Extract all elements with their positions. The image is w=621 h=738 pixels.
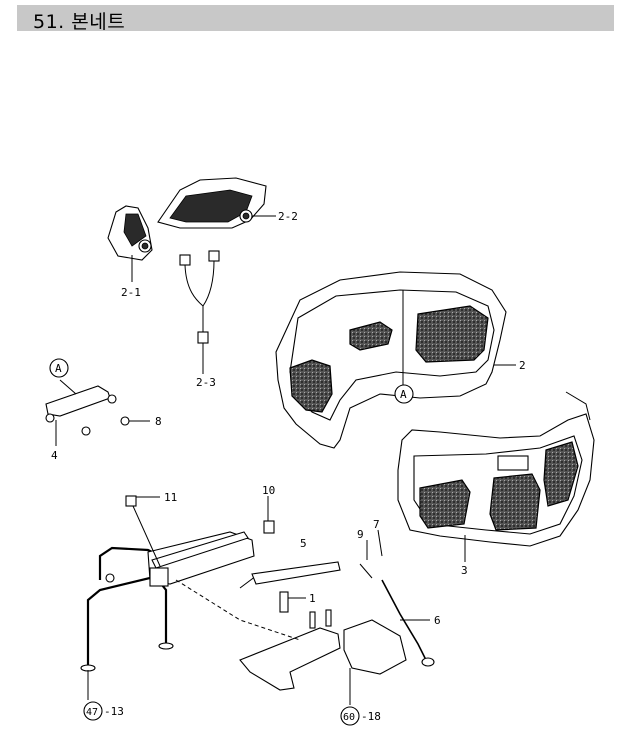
bonnet-upper-part — [275, 271, 516, 449]
callout-2-3: 2-3 — [196, 376, 216, 389]
callout-2-1: 2-1 — [121, 286, 141, 299]
callout-11: 11 — [164, 491, 177, 504]
section-title: 51. 본네트 — [33, 11, 126, 33]
callout-3: 3 — [461, 564, 468, 577]
callout-8: 8 — [155, 415, 162, 428]
ref-label-a-left: A — [55, 362, 62, 375]
callout-1: 1 — [309, 592, 316, 605]
callout-circle-47 — [83, 701, 103, 721]
callout-circle-47-label: 47 — [86, 707, 98, 718]
callout-13: -13 — [104, 705, 124, 718]
headlight-left-part — [107, 205, 153, 282]
callout-2-2: 2-2 — [278, 210, 298, 223]
callout-18: -18 — [361, 710, 381, 723]
callout-5: 5 — [300, 537, 307, 550]
headlight-right-part — [157, 177, 276, 229]
ref-circle-a-right — [394, 384, 414, 404]
section-header: 51. 본네트 — [17, 5, 614, 33]
bonnet-lower-part — [397, 391, 595, 562]
callout-circle-60 — [340, 706, 360, 726]
callout-circle-60-label: 60 — [343, 712, 355, 723]
callout-10: 10 — [262, 484, 275, 497]
callout-2: 2 — [519, 359, 526, 372]
wire-harness-part — [179, 250, 220, 374]
bonnet-frame-part — [80, 495, 435, 705]
callout-6: 6 — [434, 614, 441, 627]
ref-circle-a-left — [49, 358, 69, 378]
bracket-part — [45, 379, 150, 446]
callout-7: 7 — [373, 518, 380, 531]
callout-9: 9 — [357, 528, 364, 541]
callout-4: 4 — [51, 449, 58, 462]
ref-label-a-right: A — [400, 388, 407, 401]
